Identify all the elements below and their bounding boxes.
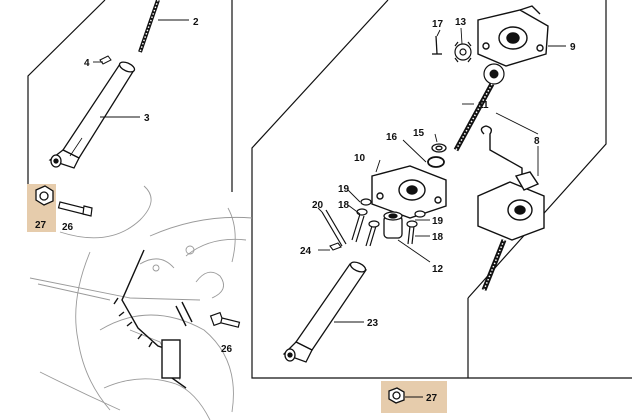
callout-8: 8 bbox=[534, 136, 540, 147]
panel-left-top bbox=[27, 0, 233, 192]
callout-19a: 19 bbox=[338, 184, 350, 195]
callout-19b: 19 bbox=[432, 216, 444, 227]
machinery-background-sketch bbox=[29, 185, 253, 420]
bolt-18-far bbox=[406, 220, 418, 245]
gear-13 bbox=[454, 41, 472, 63]
callout-9: 9 bbox=[570, 42, 576, 53]
callout-10: 10 bbox=[354, 153, 366, 164]
oring-16 bbox=[427, 156, 445, 168]
bolt-20 bbox=[321, 209, 347, 247]
bolt-26-left bbox=[57, 201, 93, 217]
callout-labels: 2 3 4 8 9 10 11 12 13 15 16 17 18 18 19 … bbox=[35, 17, 576, 404]
washer-15 bbox=[431, 143, 447, 153]
crank-assembly-8 bbox=[477, 125, 545, 291]
clip-4 bbox=[99, 55, 112, 65]
clip-24 bbox=[329, 242, 342, 251]
housing-10 bbox=[371, 165, 447, 219]
callout-15: 15 bbox=[413, 128, 425, 139]
callout-17: 17 bbox=[432, 19, 444, 30]
washer-19-left bbox=[360, 198, 372, 206]
threaded-rod-2 bbox=[138, 0, 160, 53]
callout-27-bottom: 27 bbox=[426, 393, 438, 404]
callout-23: 23 bbox=[367, 318, 379, 329]
callout-18b: 18 bbox=[432, 232, 444, 243]
callout-2: 2 bbox=[193, 17, 199, 28]
pin-17 bbox=[432, 35, 442, 55]
callout-12: 12 bbox=[432, 264, 444, 275]
bolt-18-right bbox=[365, 220, 380, 247]
housing-9 bbox=[477, 5, 549, 67]
shaft-11 bbox=[453, 63, 505, 152]
callout-26-right: 26 bbox=[221, 344, 233, 355]
callout-11: 11 bbox=[478, 100, 489, 111]
nut-27-left bbox=[35, 185, 54, 206]
callout-4: 4 bbox=[84, 58, 90, 69]
callout-13: 13 bbox=[455, 17, 467, 28]
bush-12 bbox=[383, 211, 403, 239]
callout-27-left: 27 bbox=[35, 220, 47, 231]
nut-27-bottom bbox=[388, 387, 405, 404]
callout-26-left: 26 bbox=[62, 222, 74, 233]
callout-20: 20 bbox=[312, 200, 324, 211]
callout-18a: 18 bbox=[338, 200, 350, 211]
bolt-26-right bbox=[209, 311, 241, 328]
callout-24: 24 bbox=[300, 246, 312, 257]
tube-3 bbox=[48, 61, 136, 169]
washer-19-right bbox=[414, 210, 426, 218]
tube-23 bbox=[282, 261, 367, 363]
panel-right bbox=[251, 0, 632, 379]
callout-3: 3 bbox=[144, 113, 150, 124]
callout-16: 16 bbox=[386, 132, 398, 143]
leader-lines bbox=[93, 19, 566, 398]
linkage-chain bbox=[113, 249, 193, 389]
